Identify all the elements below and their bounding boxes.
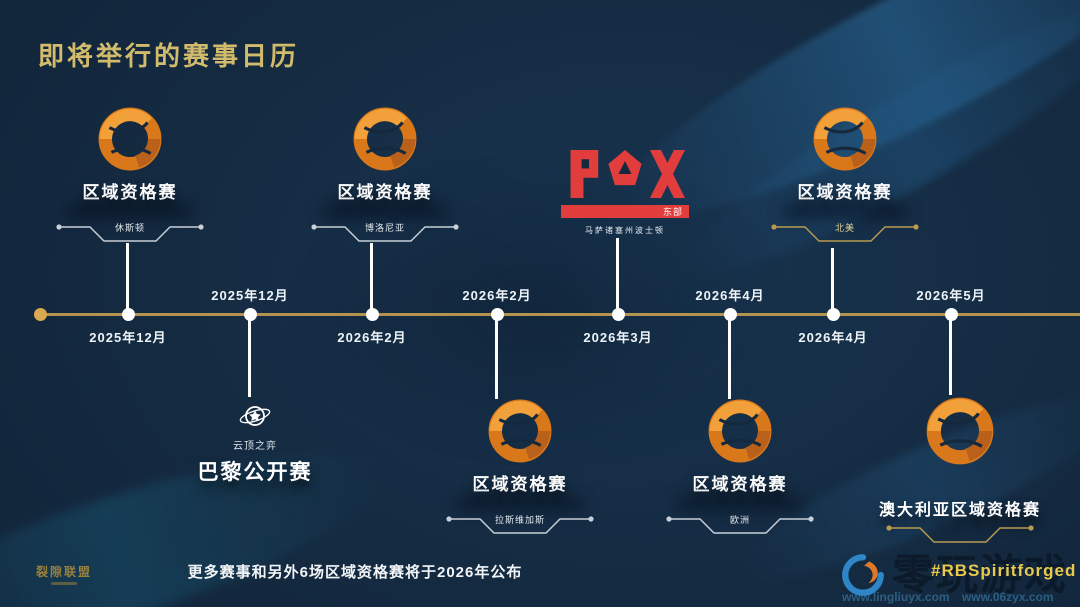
brand-subtitle-mark (51, 582, 77, 585)
connector-line (370, 243, 373, 313)
riftbound-spiral-icon (813, 107, 877, 171)
timeline-dot (724, 308, 737, 321)
location-label: 北美 (834, 223, 855, 233)
banner-bracket-icon (666, 516, 814, 534)
event-title: 澳大利亚区域资格赛 (878, 502, 1041, 519)
timeline-dot (491, 308, 504, 321)
location-banner: 休斯顿 (55, 221, 205, 247)
connector-line (728, 317, 731, 399)
title-shadow (782, 205, 908, 219)
event-date: 2026年4月 (798, 330, 868, 345)
title-shadow (67, 205, 193, 219)
watermark-urls: www.lingliuyx.com www.06zyx.com (842, 590, 1063, 604)
riftbound-spiral-icon (98, 107, 162, 171)
timeline-dot (612, 308, 625, 321)
footer-note: 更多赛事和另外6场区域资格赛将于2026年公布 (187, 564, 523, 581)
connector-line (949, 317, 952, 395)
title-shadow (457, 497, 583, 511)
timeline-dot (366, 308, 379, 321)
connector-line (616, 238, 619, 313)
title-shadow (322, 205, 448, 219)
connector-line (126, 243, 129, 313)
watermark-swirl-icon (842, 554, 884, 596)
event-date: 2026年2月 (337, 330, 407, 345)
event-title: 区域资格赛 (82, 183, 178, 202)
connector-line (248, 317, 251, 397)
riftbound-spiral-icon (353, 107, 417, 171)
event-date: 2026年3月 (583, 330, 653, 345)
watermark-url-right: www.06zyx.com (961, 590, 1054, 604)
location-label: 休斯顿 (114, 223, 145, 233)
timeline-dot (945, 308, 958, 321)
connector-line (495, 317, 498, 399)
event-qualifier-houston: 区域资格赛 休斯顿 (40, 106, 220, 247)
event-qualifier-australia: 澳大利亚区域资格赛 (870, 396, 1050, 548)
event-title: 区域资格赛 (337, 183, 433, 202)
riftbound-spiral-icon (708, 399, 772, 463)
tft-logo-label: 云顶之弈 (233, 441, 277, 452)
location-label: 博洛尼亚 (364, 223, 405, 233)
location-banner: 欧洲 (665, 513, 815, 539)
event-title: 巴黎公开赛 (197, 461, 313, 484)
location-banner: 博洛尼亚 (310, 221, 460, 247)
location-banner (885, 522, 1035, 548)
event-title: 区域资格赛 (472, 475, 568, 494)
location-label: 欧洲 (729, 515, 750, 525)
event-date: 2026年4月 (695, 288, 765, 303)
hashtag-label: #RBSpiritforged (931, 561, 1077, 580)
timeline-start-dot (34, 308, 47, 321)
title-shadow (677, 497, 803, 511)
event-qualifier-bologna: 区域资格赛 博洛尼亚 (295, 106, 475, 247)
pax-logo (570, 150, 685, 198)
site-watermark: 零玩游戏 www.lingliuyx.com www.06zyx.com (838, 549, 1080, 607)
event-date: 2025年12月 (89, 330, 167, 345)
connector-line (831, 248, 834, 313)
watermark-url-left: www.lingliuyx.com (842, 590, 950, 604)
pax-region-bar: 东部 (561, 205, 689, 218)
riftbound-spiral-icon (926, 397, 994, 465)
timeline-line (36, 313, 1080, 316)
timeline-dot (827, 308, 840, 321)
banner-bracket-icon (56, 224, 204, 242)
event-pax-east: 东部 马萨诸塞州波士顿 (535, 150, 715, 236)
tft-planet-icon (239, 406, 271, 426)
riftbound-brand-logo: 裂隙联盟 (36, 563, 92, 585)
event-title: 区域资格赛 (692, 475, 788, 494)
brand-name: 裂隙联盟 (36, 565, 93, 579)
pax-region-label: 东部 (662, 207, 683, 217)
timeline-dot (122, 308, 135, 321)
location-banner: 拉斯维加斯 (445, 513, 595, 539)
banner-bracket-icon (886, 525, 1034, 543)
event-qualifier-europe: 区域资格赛 欧洲 (650, 398, 830, 539)
event-qualifier-las-vegas: 区域资格赛 拉斯维加斯 (430, 398, 610, 539)
watermark-name: 零玩游戏 (892, 551, 1069, 598)
banner-bracket-icon (446, 516, 594, 534)
event-date: 2026年5月 (916, 288, 986, 303)
page-title: 即将举行的赛事日历 (38, 41, 300, 71)
event-title: 区域资格赛 (797, 183, 893, 202)
event-paris-open: 云顶之弈 巴黎公开赛 (165, 398, 345, 486)
location-banner: 北美 (770, 221, 920, 247)
event-date: 2025年12月 (211, 288, 289, 303)
pax-location: 马萨诸塞州波士顿 (585, 226, 665, 235)
riftbound-spiral-icon (488, 399, 552, 463)
event-qualifier-north-america: 区域资格赛 北美 (755, 106, 935, 247)
banner-bracket-icon (311, 224, 459, 242)
location-label: 拉斯维加斯 (494, 515, 545, 525)
timeline-dot (244, 308, 257, 321)
event-date: 2026年2月 (462, 288, 532, 303)
